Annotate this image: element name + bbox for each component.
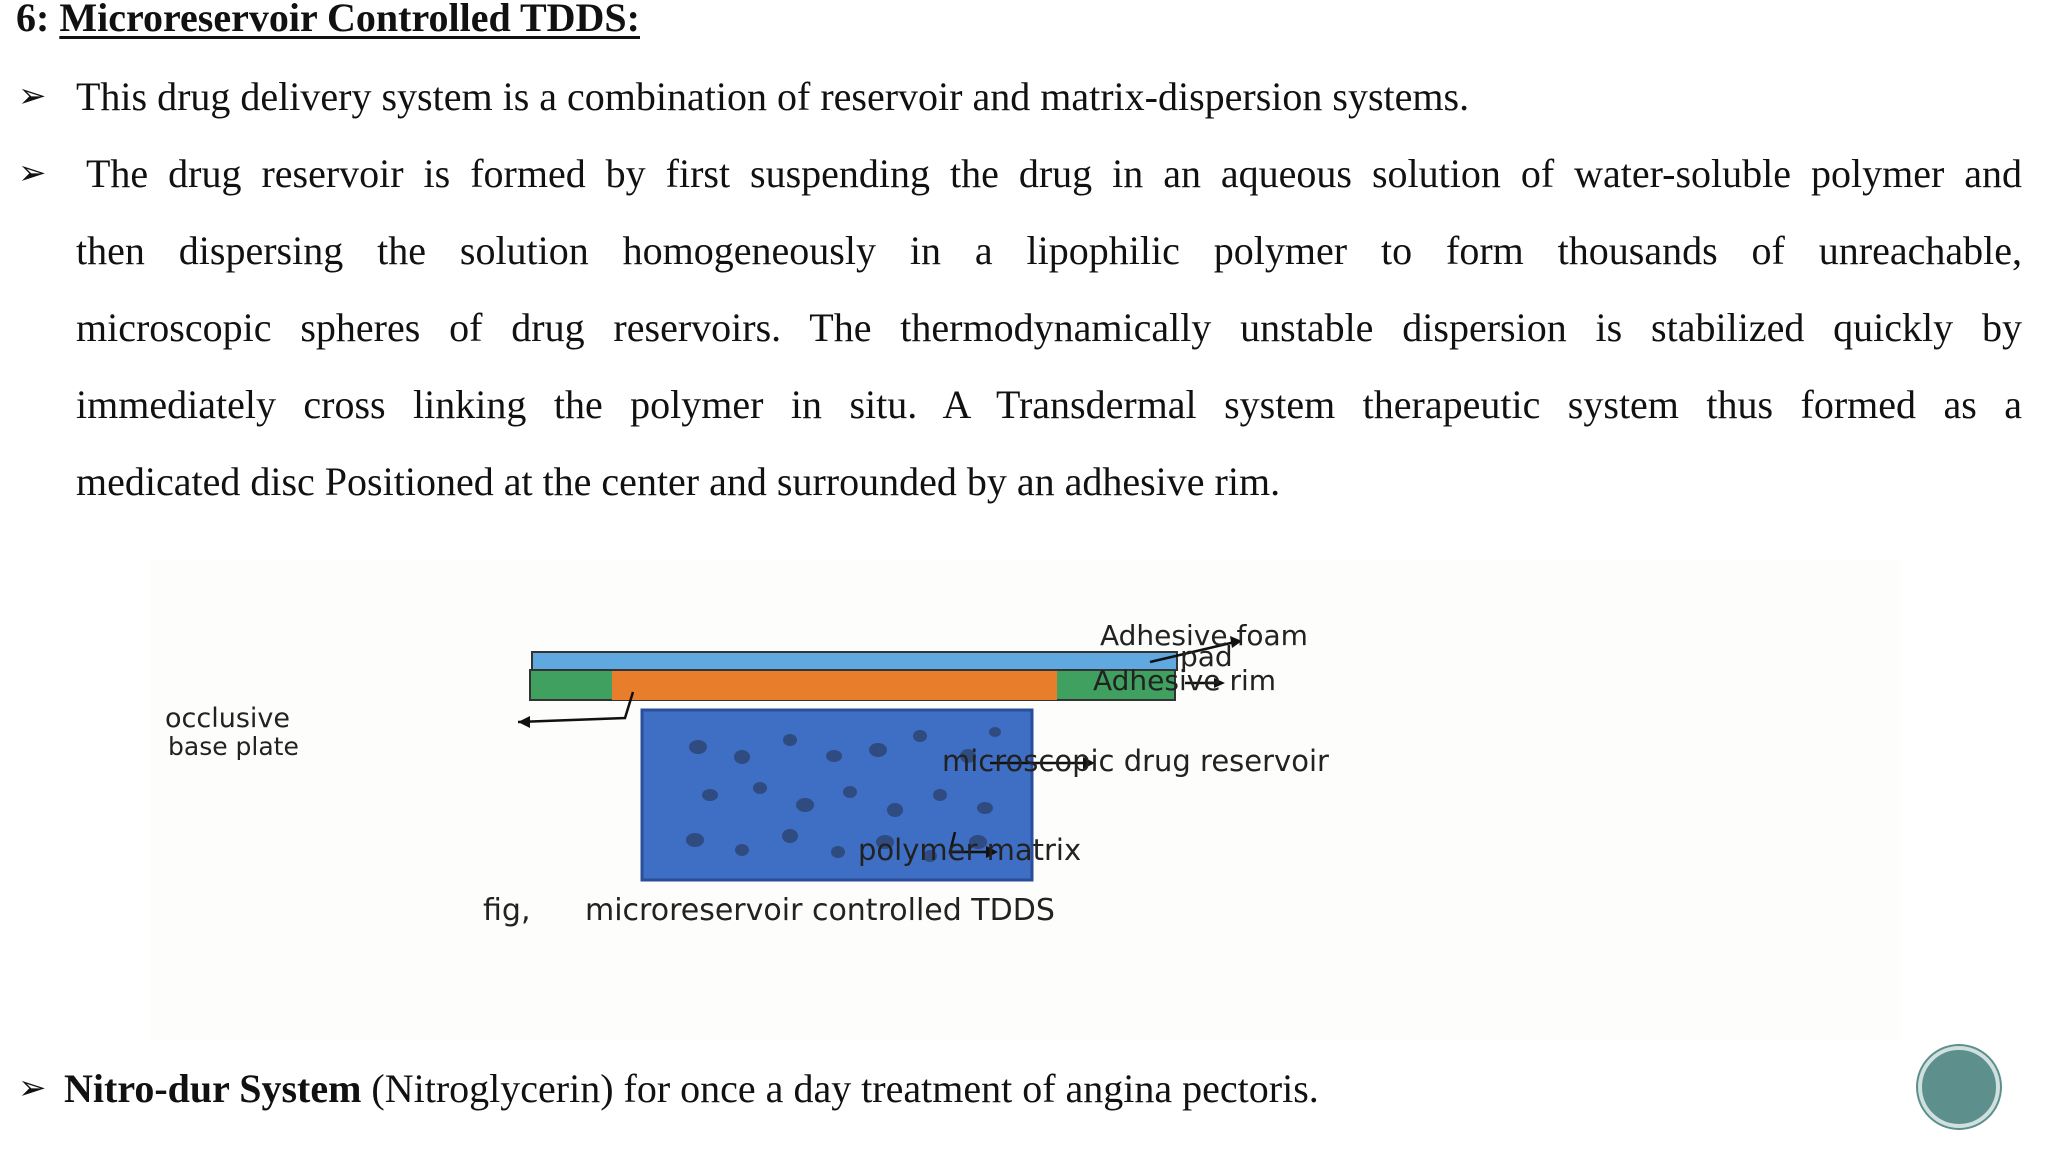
bullet-1-text: This drug delivery system is a combinati… bbox=[76, 74, 1470, 119]
bullet-2-line: medicated disc Positioned at the center … bbox=[76, 459, 1281, 504]
base-plate-pointer bbox=[517, 691, 635, 724]
bullet-3-bold: Nitro-dur System bbox=[64, 1066, 362, 1111]
bullet-2-line: immediately cross linking the polymer in… bbox=[76, 382, 2022, 427]
bullet-3: ➢ Nitro-dur System (Nitroglycerin) for o… bbox=[18, 1050, 1518, 1127]
bullet-3-text: Nitro-dur System (Nitroglycerin) for onc… bbox=[64, 1050, 1319, 1127]
arrow-bullet-icon: ➢ bbox=[18, 153, 47, 193]
tdds-diagram: Adhesive foam pad Adhesive rim occlusive… bbox=[150, 560, 1900, 1040]
label-drug-reservoir: microscopic drug reservoir bbox=[942, 744, 1329, 778]
circle-nav-icon[interactable] bbox=[1918, 1046, 2000, 1128]
bullet-1: ➢ This drug delivery system is a combina… bbox=[18, 58, 2008, 135]
bullet-2: ➢ The drug reservoir is formed by first … bbox=[18, 135, 2022, 520]
label-polymer-matrix: polymer matrix bbox=[858, 833, 1081, 867]
bullet-2-line: microscopic spheres of drug reservoirs. … bbox=[76, 305, 2022, 350]
page-title: 6: Microreservoir Controlled TDDS: bbox=[16, 0, 640, 42]
arrowhead bbox=[518, 716, 530, 728]
section-number: 6: bbox=[16, 0, 50, 40]
foam-pad-pointer bbox=[1149, 640, 1236, 664]
label-foam-line1: Adhesive foam bbox=[1100, 619, 1308, 652]
caption-prefix: fig, bbox=[483, 893, 530, 928]
tdds-diagram-drawing: Adhesive foam pad Adhesive rim occlusive… bbox=[165, 619, 1329, 928]
arrowhead bbox=[1083, 757, 1095, 769]
adhesive-foam-pad bbox=[531, 651, 1178, 671]
arrow-bullet-icon: ➢ bbox=[18, 76, 47, 116]
arrowhead bbox=[1214, 678, 1225, 688]
drug-backing-layer bbox=[612, 670, 1057, 700]
bullet-3-rest: (Nitroglycerin) for once a day treatment… bbox=[361, 1066, 1319, 1111]
drug-reservoir-dots bbox=[686, 727, 1001, 862]
label-adhesive-rim: Adhesive rim bbox=[1093, 664, 1276, 697]
matrix-pointer bbox=[948, 831, 988, 854]
bullet-2-line: The drug reservoir is formed by first su… bbox=[86, 151, 2022, 196]
arrowhead bbox=[986, 846, 998, 858]
bullet-2-line: then dispersing the solution homogeneous… bbox=[76, 228, 2022, 273]
label-base-line1: occlusive bbox=[165, 703, 290, 734]
label-foam-line2: pad bbox=[1180, 640, 1233, 673]
section-title: Microreservoir Controlled TDDS: bbox=[59, 0, 640, 40]
label-base-line2: base plate bbox=[168, 732, 299, 761]
figure-caption: microreservoir controlled TDDS bbox=[585, 893, 1055, 928]
arrowhead bbox=[1230, 636, 1242, 648]
bullet-2-text: The drug reservoir is formed by first su… bbox=[76, 135, 2022, 520]
arrow-bullet-icon: ➢ bbox=[18, 1068, 47, 1108]
